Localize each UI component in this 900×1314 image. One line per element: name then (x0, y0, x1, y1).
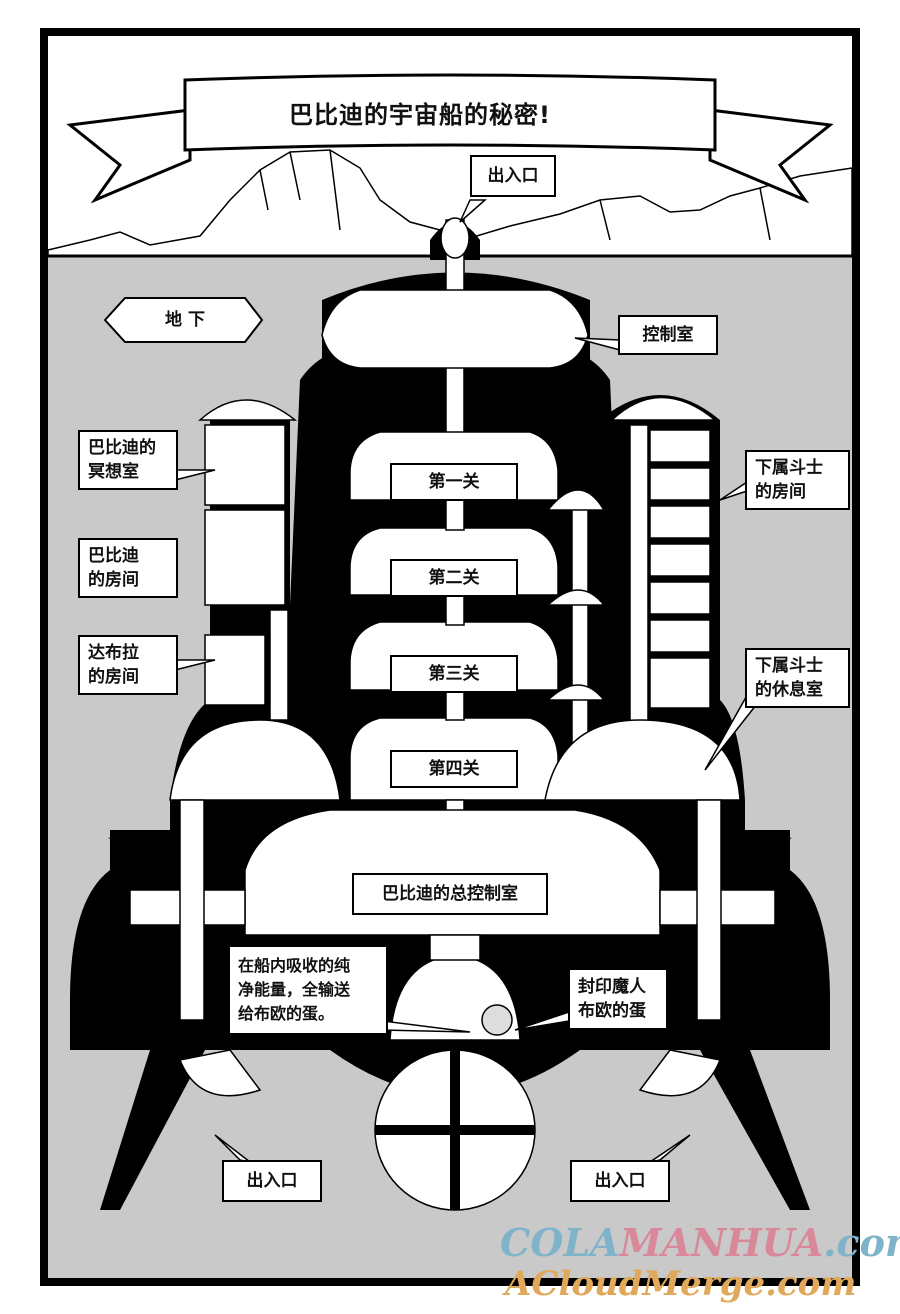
label-stage-4: 第四关 (390, 750, 518, 788)
watermark-com: .com (823, 1220, 900, 1265)
label-entrance-top: 出入口 (470, 155, 556, 197)
label-energy-note: 在船内吸收的纯 净能量，全输送 给布欧的蛋。 (228, 945, 388, 1035)
watermark-acloudmerge: ACloudMerge.com (505, 1264, 857, 1304)
title-banner (66, 73, 834, 204)
label-stage-3: 第三关 (390, 655, 518, 693)
label-main-control: 巴比迪的总控制室 (352, 873, 548, 915)
label-entrance-left: 出入口 (222, 1160, 322, 1202)
underground-tag-shape (103, 297, 264, 343)
page-title: 巴比迪的宇宙船的秘密! (289, 100, 551, 129)
label-stage-2: 第二关 (390, 559, 518, 597)
watermark: COLAMANHUA.com ACloudMerge.com (500, 1220, 900, 1312)
label-minion-rest: 下属斗士 的休息室 (745, 648, 850, 708)
label-meditation-room: 巴比迪的 冥想室 (78, 430, 178, 490)
watermark-cola: COLA (500, 1220, 620, 1265)
label-buu-egg: 封印魔人 布欧的蛋 (568, 968, 668, 1030)
label-stage-1: 第一关 (390, 463, 518, 501)
watermark-manhua: MANHUA (619, 1220, 824, 1265)
label-control-room: 控制室 (618, 315, 718, 355)
label-babidi-room: 巴比迪 的房间 (78, 538, 178, 598)
underground-tag: 地 下 (165, 310, 205, 330)
label-dabura-room: 达布拉 的房间 (78, 635, 178, 695)
callout-pointers (174, 199, 762, 1163)
label-entrance-right: 出入口 (570, 1160, 670, 1202)
label-minion-rooms: 下属斗士 的房间 (745, 450, 850, 510)
